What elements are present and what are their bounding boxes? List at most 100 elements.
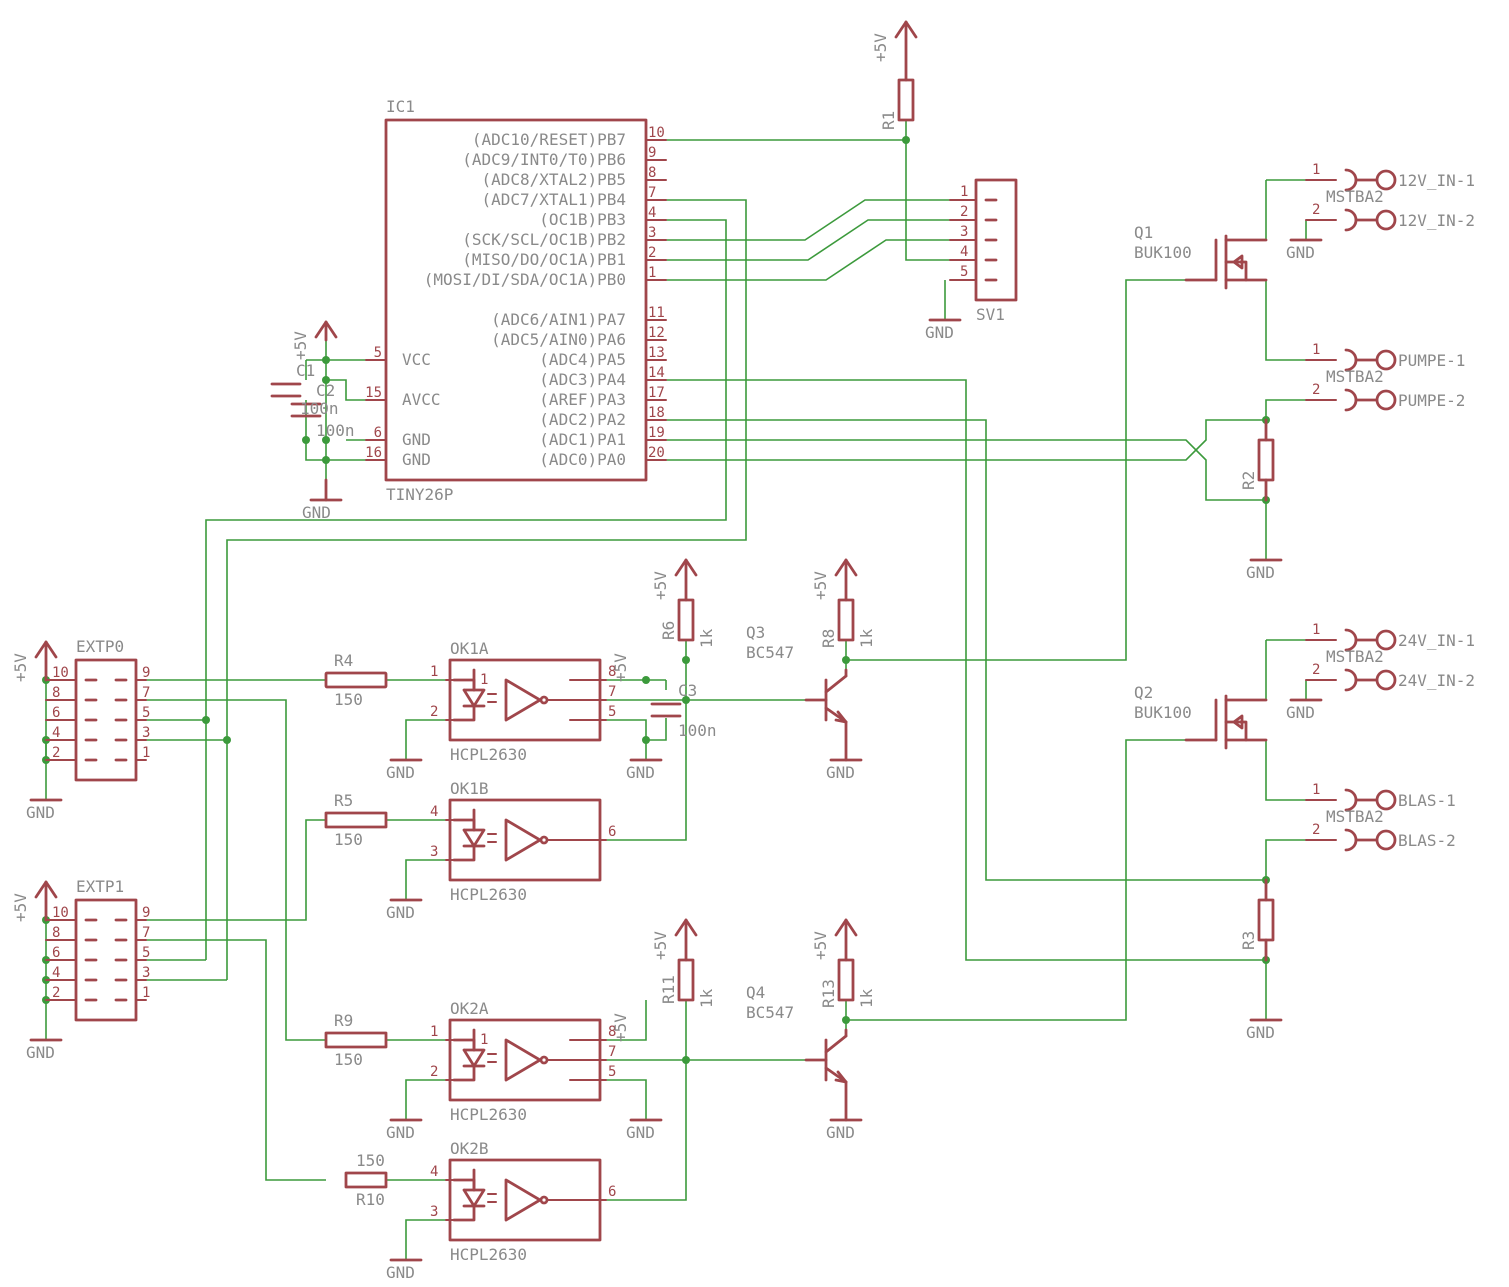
svg-text:R13: R13 <box>819 979 838 1008</box>
r1-vcc-symbol: +5V <box>871 20 918 82</box>
opto-pin: 1 <box>480 1032 488 1048</box>
resistor-r13[interactable]: +5V R13 1k <box>811 918 876 1008</box>
header-pin-number: 5 <box>142 945 150 961</box>
resistor-r9[interactable]: R9 150 <box>324 1011 388 1069</box>
ic1-pin-number: 11 <box>648 305 665 321</box>
resistor-r2[interactable]: R2 <box>1239 418 1275 502</box>
svg-text:GND: GND <box>1246 1023 1275 1042</box>
svg-text:150: 150 <box>334 690 363 709</box>
ic1-pin-label: (OC1B)PB3 <box>539 210 626 229</box>
ic1-pin-number: 9 <box>648 145 656 161</box>
capacitor-c2[interactable]: C2 100n <box>290 381 339 418</box>
ic1-gnd-symbol: GND <box>302 478 343 522</box>
svg-text:BC547: BC547 <box>746 1003 794 1022</box>
opto-pin: 5 <box>608 704 616 720</box>
connector-pin-number: 1 <box>1312 782 1320 798</box>
header-pin-number: 2 <box>52 985 60 1001</box>
svg-text:R8: R8 <box>819 629 838 648</box>
svg-text:1k: 1k <box>697 628 716 648</box>
connector-type: MSTBA2 <box>1326 807 1384 826</box>
connector-type: MSTBA2 <box>1326 367 1384 386</box>
opto-pin: 7 <box>608 1044 616 1060</box>
svg-text:+5V: +5V <box>611 653 630 682</box>
ic1-pin-label: (ADC7/XTAL1)PB4 <box>482 190 627 209</box>
svg-text:+5V: +5V <box>11 893 30 922</box>
connector-pin-number: 2 <box>1312 662 1320 678</box>
opto-value: HCPL2630 <box>450 1245 527 1264</box>
svg-text:+5V: +5V <box>291 331 310 360</box>
mosfet-q2[interactable]: Q2 BUK100 <box>1134 683 1268 750</box>
resistor-r3[interactable]: R3 <box>1239 878 1275 962</box>
ic1-pin-label: (AREF)PA3 <box>539 390 626 409</box>
header-pin-number: 5 <box>142 705 150 721</box>
opto-pin: 8 <box>608 1024 616 1040</box>
header-pin-number: 9 <box>142 905 150 921</box>
ic1-vcc-symbol: +5V <box>291 320 338 360</box>
resistor-r1[interactable]: R1 <box>879 78 915 130</box>
svg-text:GND: GND <box>925 323 954 342</box>
resistor-r10[interactable]: 150 R10 <box>344 1151 388 1209</box>
opto-pin: 2 <box>430 704 438 720</box>
svg-text:GND: GND <box>626 763 655 782</box>
mosfet-q1[interactable]: Q1 BUK100 <box>1134 223 1268 290</box>
header-pin-number: 6 <box>52 945 60 961</box>
extp1-vcc: +5V <box>11 880 58 922</box>
header-pin-number: 3 <box>142 725 150 741</box>
svg-text:R4: R4 <box>334 651 353 670</box>
svg-text:R9: R9 <box>334 1011 353 1030</box>
transistor-q3[interactable]: GND Q3 BC547 <box>746 623 863 782</box>
ic1-pin-number: 8 <box>648 165 656 181</box>
svg-text:R11: R11 <box>659 975 678 1004</box>
resistor-r6[interactable]: +5V R6 1k <box>651 558 716 648</box>
ic1-pin-number: 20 <box>648 445 665 461</box>
ic1-pin-label: (MOSI/DI/SDA/OC1A)PB0 <box>424 270 626 289</box>
opto-name: OK1B <box>450 779 489 798</box>
connector-type: MSTBA2 <box>1326 187 1384 206</box>
svg-text:GND: GND <box>826 763 855 782</box>
svg-text:GND: GND <box>826 1123 855 1142</box>
sv1-pin-number: 3 <box>960 224 968 240</box>
svg-text:BUK100: BUK100 <box>1134 703 1192 722</box>
resistor-r5[interactable]: R5 150 <box>324 791 388 849</box>
svg-text:GND: GND <box>1246 563 1275 582</box>
svg-text:100n: 100n <box>316 421 355 440</box>
resistor-r4[interactable]: R4 150 <box>324 651 388 709</box>
opto-pin: 4 <box>430 1164 438 1180</box>
r2-gnd-symbol: GND <box>1246 558 1283 582</box>
opto-pin: 8 <box>608 664 616 680</box>
header-pin-number: 9 <box>142 665 150 681</box>
capacitor-c3[interactable]: C3 100n <box>650 681 717 740</box>
ic1-pin-label: (ADC3)PA4 <box>539 370 626 389</box>
svg-text:150: 150 <box>334 1050 363 1069</box>
ic1-pin-label: (ADC2)PA2 <box>539 410 626 429</box>
sv1-pin-number: 5 <box>960 264 968 280</box>
ic1-microcontroller[interactable]: IC1 TINY26P 10(ADC10/RESET)PB79(ADC9/INT… <box>365 97 667 504</box>
svg-text:1k: 1k <box>697 988 716 1008</box>
svg-text:GND: GND <box>386 1263 415 1282</box>
transistor-q4[interactable]: GND Q4 BC547 <box>746 983 863 1142</box>
ic1-name: IC1 <box>386 97 415 116</box>
svg-text:1k: 1k <box>857 988 876 1008</box>
ic1-pin-label: GND <box>402 430 431 449</box>
resistor-r11[interactable]: +5V R11 1k <box>651 918 716 1008</box>
ic1-pin-number: 16 <box>365 445 382 461</box>
ic1-pin-number: 12 <box>648 325 665 341</box>
ic1-pin-label: (ADC8/XTAL2)PB5 <box>482 170 627 189</box>
sv1-pin-number: 2 <box>960 204 968 220</box>
capacitor-c1[interactable]: C1 100n <box>270 361 355 440</box>
opto-value: HCPL2630 <box>450 1105 527 1124</box>
header-pin-number: 10 <box>52 665 69 681</box>
svg-text:+5V: +5V <box>611 1013 630 1042</box>
svg-text:Q2: Q2 <box>1134 683 1153 702</box>
ic1-right-pins: 10(ADC10/RESET)PB79(ADC9/INT0/T0)PB68(AD… <box>424 125 667 469</box>
resistor-r8[interactable]: +5V R8 1k <box>811 558 876 648</box>
